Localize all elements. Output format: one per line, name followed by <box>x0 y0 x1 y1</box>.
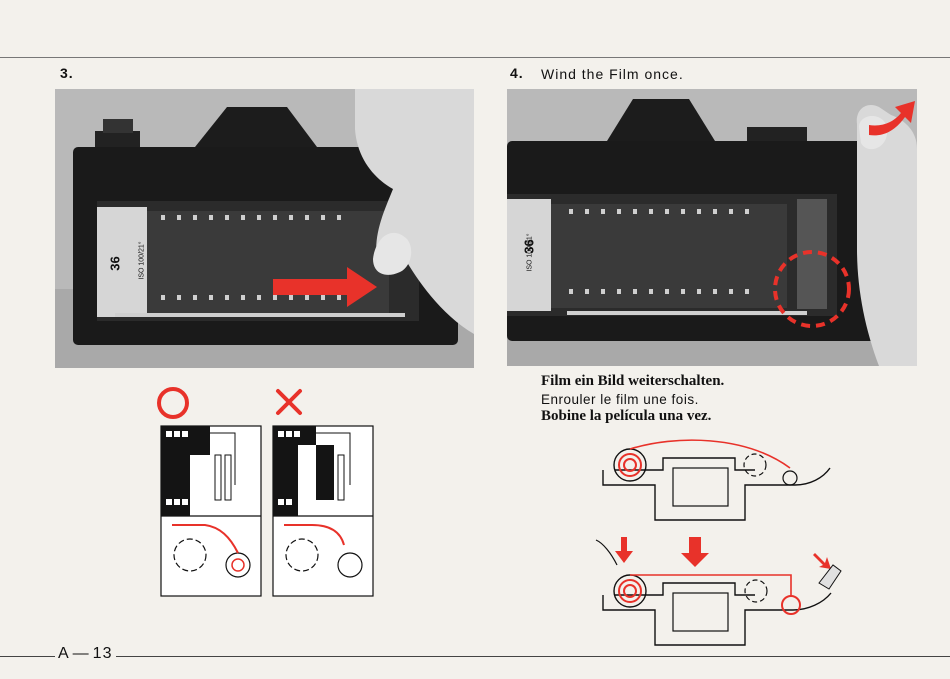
step-4-number: 4. <box>510 65 524 81</box>
page-number: A—13 <box>58 645 113 662</box>
footer-rule-right <box>116 656 950 657</box>
caption-spanish: Bobine la película una vez. <box>541 408 712 424</box>
highlight-circle-icon <box>773 250 851 328</box>
cassette-iso: ISO 100/21° <box>526 233 534 272</box>
cassette-label-left: 36 <box>103 236 123 296</box>
arrow-diagonal-icon <box>813 553 831 569</box>
photo-step-4: 36 ISO 100/21° <box>507 89 917 366</box>
footer-rule-left <box>0 656 55 657</box>
arrow-right-icon <box>273 267 377 307</box>
step-4-title: Wind the Film once. <box>541 66 684 82</box>
caption-french: Enrouler le film une fois. <box>541 392 699 407</box>
incorrect-cross-icon <box>276 389 302 415</box>
camera-back-illustration <box>55 89 474 368</box>
cassette-iso: ISO 100/21° <box>138 241 146 280</box>
diagram-film-wind-after <box>595 537 842 646</box>
arrow-down-large-icon <box>681 537 709 567</box>
step-3-number: 3. <box>60 65 74 81</box>
cassette-count: 36 <box>107 256 123 271</box>
arrow-down-icon <box>615 537 633 563</box>
camera-back-wind-illustration <box>507 89 917 366</box>
diagram-correct-loading <box>160 425 262 597</box>
caption-german: Film ein Bild weiterschalten. <box>541 373 725 389</box>
correct-circle-icon <box>157 387 189 419</box>
page-prefix: A <box>58 645 70 662</box>
photo-step-3: 36 ISO 100/21° <box>55 89 474 368</box>
diagram-incorrect-loading <box>272 425 374 597</box>
wind-arrow-icon <box>869 101 915 136</box>
page-number-value: 13 <box>92 645 113 662</box>
diagram-film-wind-before <box>602 439 831 521</box>
top-rule <box>0 57 950 58</box>
